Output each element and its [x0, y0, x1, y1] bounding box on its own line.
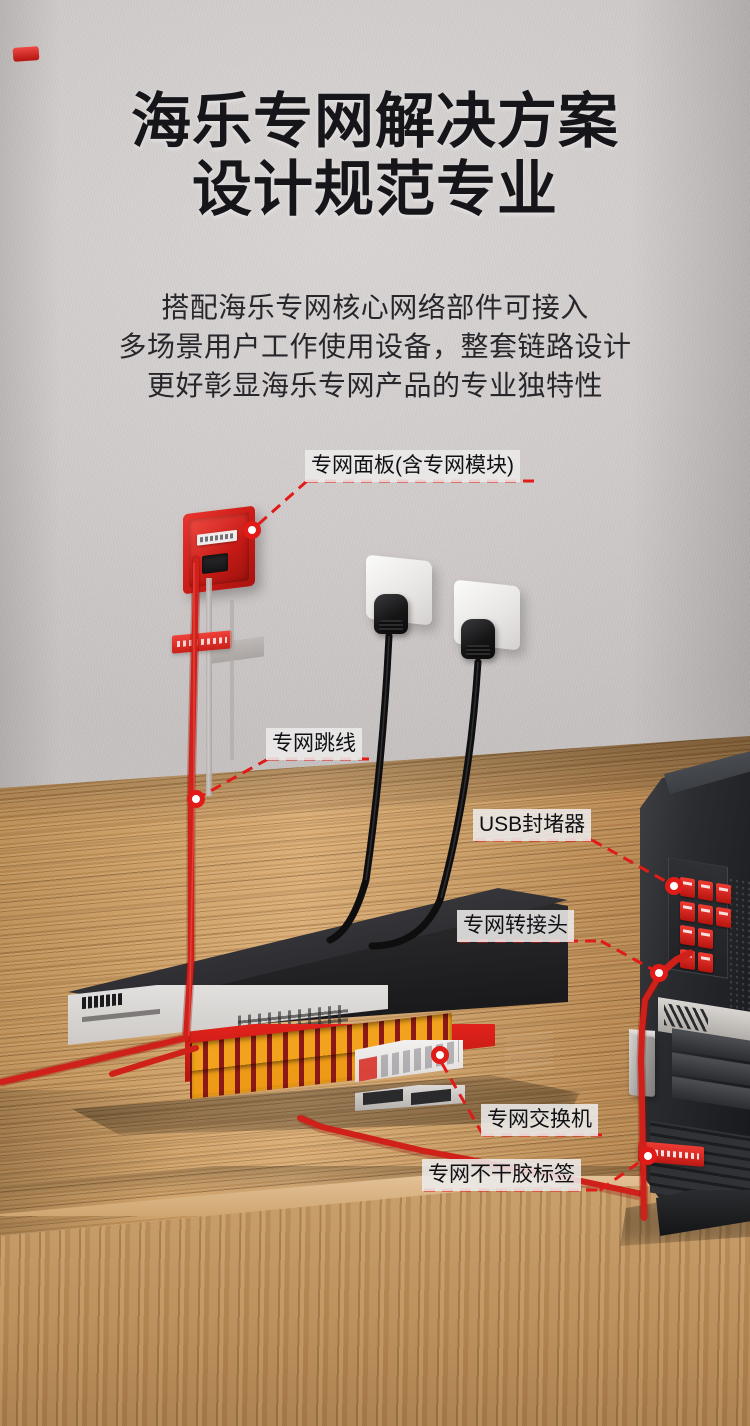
callout-dot-switch[interactable]: [431, 1046, 449, 1064]
page-title: 海乐专网解决方案 设计规范专业: [0, 88, 750, 224]
red-network-faceplate: [183, 505, 255, 595]
page-subtitle: 搭配海乐专网核心网络部件可接入 多场景用户工作使用设备，整套链路设计 更好彰显海…: [0, 288, 750, 405]
usb-blocker-5: [698, 903, 713, 926]
desk-front-grain: [0, 1186, 750, 1426]
subtitle-line-3: 更好彰显海乐专网产品的专业独特性: [146, 370, 603, 401]
callout-label-usb[interactable]: USB封堵器: [473, 809, 592, 841]
callout-dot-patch[interactable]: [187, 790, 205, 808]
wall-conduit-cable: [206, 578, 212, 796]
usb-blocker-10: [698, 951, 713, 974]
callout-label-panel[interactable]: 专网面板(含专网模块): [305, 450, 520, 482]
callout-label-sticker[interactable]: 专网不干胶标签: [422, 1159, 581, 1191]
callout-dot-panel[interactable]: [243, 521, 261, 539]
power-plug-right: [461, 619, 495, 659]
usb-blocker-7: [680, 924, 695, 947]
title-line-1: 海乐专网解决方案: [131, 88, 619, 155]
usb-blocker-8: [698, 927, 713, 950]
network-adapter-coupler: [629, 1035, 655, 1097]
callout-dot-sticker[interactable]: [639, 1147, 657, 1165]
usb-blocker-3: [716, 882, 731, 905]
callout-dot-adapter[interactable]: [650, 964, 668, 982]
desk-front-panel: [0, 1186, 750, 1426]
title-line-2: 设计规范专业: [192, 156, 558, 223]
callout-label-switch[interactable]: 专网交换机: [481, 1104, 598, 1136]
usb-blocker-6: [716, 906, 731, 929]
pc-expansion-slots: [672, 994, 750, 1128]
wall-shade-right: [630, 0, 750, 790]
patch-cable-plug-top: [12, 46, 40, 62]
power-plug-left: [374, 594, 408, 634]
subtitle-line-1: 搭配海乐专网核心网络部件可接入: [161, 292, 589, 323]
switch-vent-grill: [505, 1029, 553, 1075]
callout-label-adapter[interactable]: 专网转接头: [457, 910, 574, 942]
subtitle-line-2: 多场景用户工作使用设备，整套链路设计: [118, 331, 632, 362]
faceplate-inner: [189, 512, 249, 588]
faceplate-jack: [202, 552, 228, 575]
usb-blocker-4: [680, 900, 695, 923]
callout-dot-usb[interactable]: [665, 877, 683, 895]
callout-label-patch[interactable]: 专网跳线: [266, 728, 362, 760]
usb-blocker-2: [698, 879, 713, 902]
usb-blocker-9: [680, 948, 695, 971]
wall-background: [0, 0, 750, 790]
